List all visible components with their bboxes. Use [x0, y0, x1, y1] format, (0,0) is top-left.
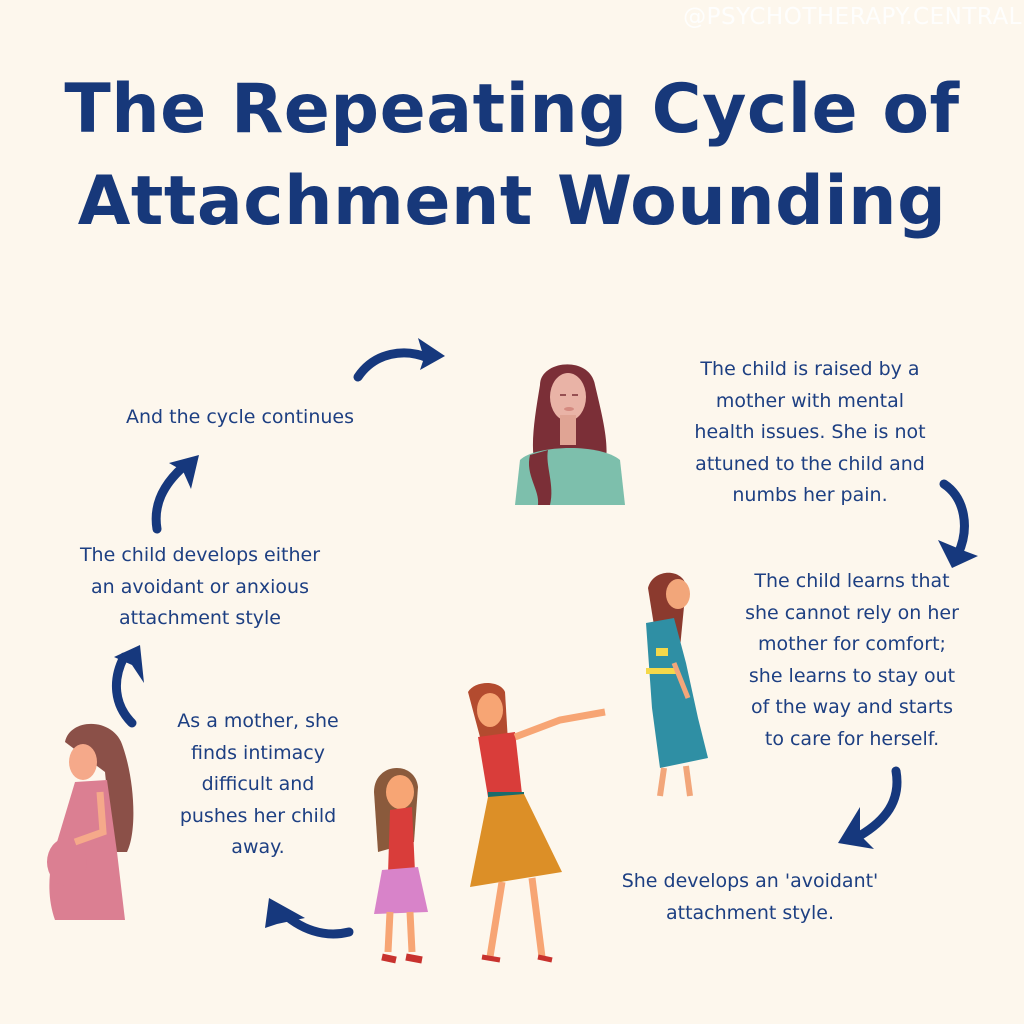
watermark: @PSYCHOTHERAPY.CENTRAL — [683, 4, 1022, 30]
scolding-mother-illustration — [468, 683, 606, 963]
arrow-up-right-icon — [151, 455, 199, 534]
arrow-right-icon — [353, 338, 445, 382]
title-line-1: The Repeating Cycle of — [64, 70, 960, 149]
distressed-mother-illustration — [515, 364, 625, 505]
cycle-step-child-learns: The child learns that she cannot rely on… — [745, 570, 959, 750]
arrow-down-right-icon — [938, 479, 978, 568]
arrow-left-icon — [265, 898, 354, 939]
cycle-step-as-mother: As a mother, she finds intimacy difficul… — [177, 710, 339, 858]
cycle-step-avoidant-style: She develops an 'avoidant' attachment st… — [621, 870, 879, 924]
arrow-up-icon — [111, 645, 144, 728]
cycle-step-continues: And the cycle continues — [125, 406, 355, 428]
cycle-step-child-develops: The child develops either an avoidant or… — [79, 544, 321, 629]
title-line-2: Attachment Wounding — [77, 162, 947, 241]
sad-child-illustration — [374, 768, 428, 964]
cycle-step-mother-mental-health: The child is raised by a mother with men… — [694, 358, 926, 506]
withdrawn-child-illustration — [646, 572, 708, 797]
arrow-down-left-icon — [838, 766, 902, 849]
pregnant-woman-illustration — [47, 723, 134, 920]
page-title: The Repeating Cycle of Attachment Woundi… — [0, 64, 1024, 248]
